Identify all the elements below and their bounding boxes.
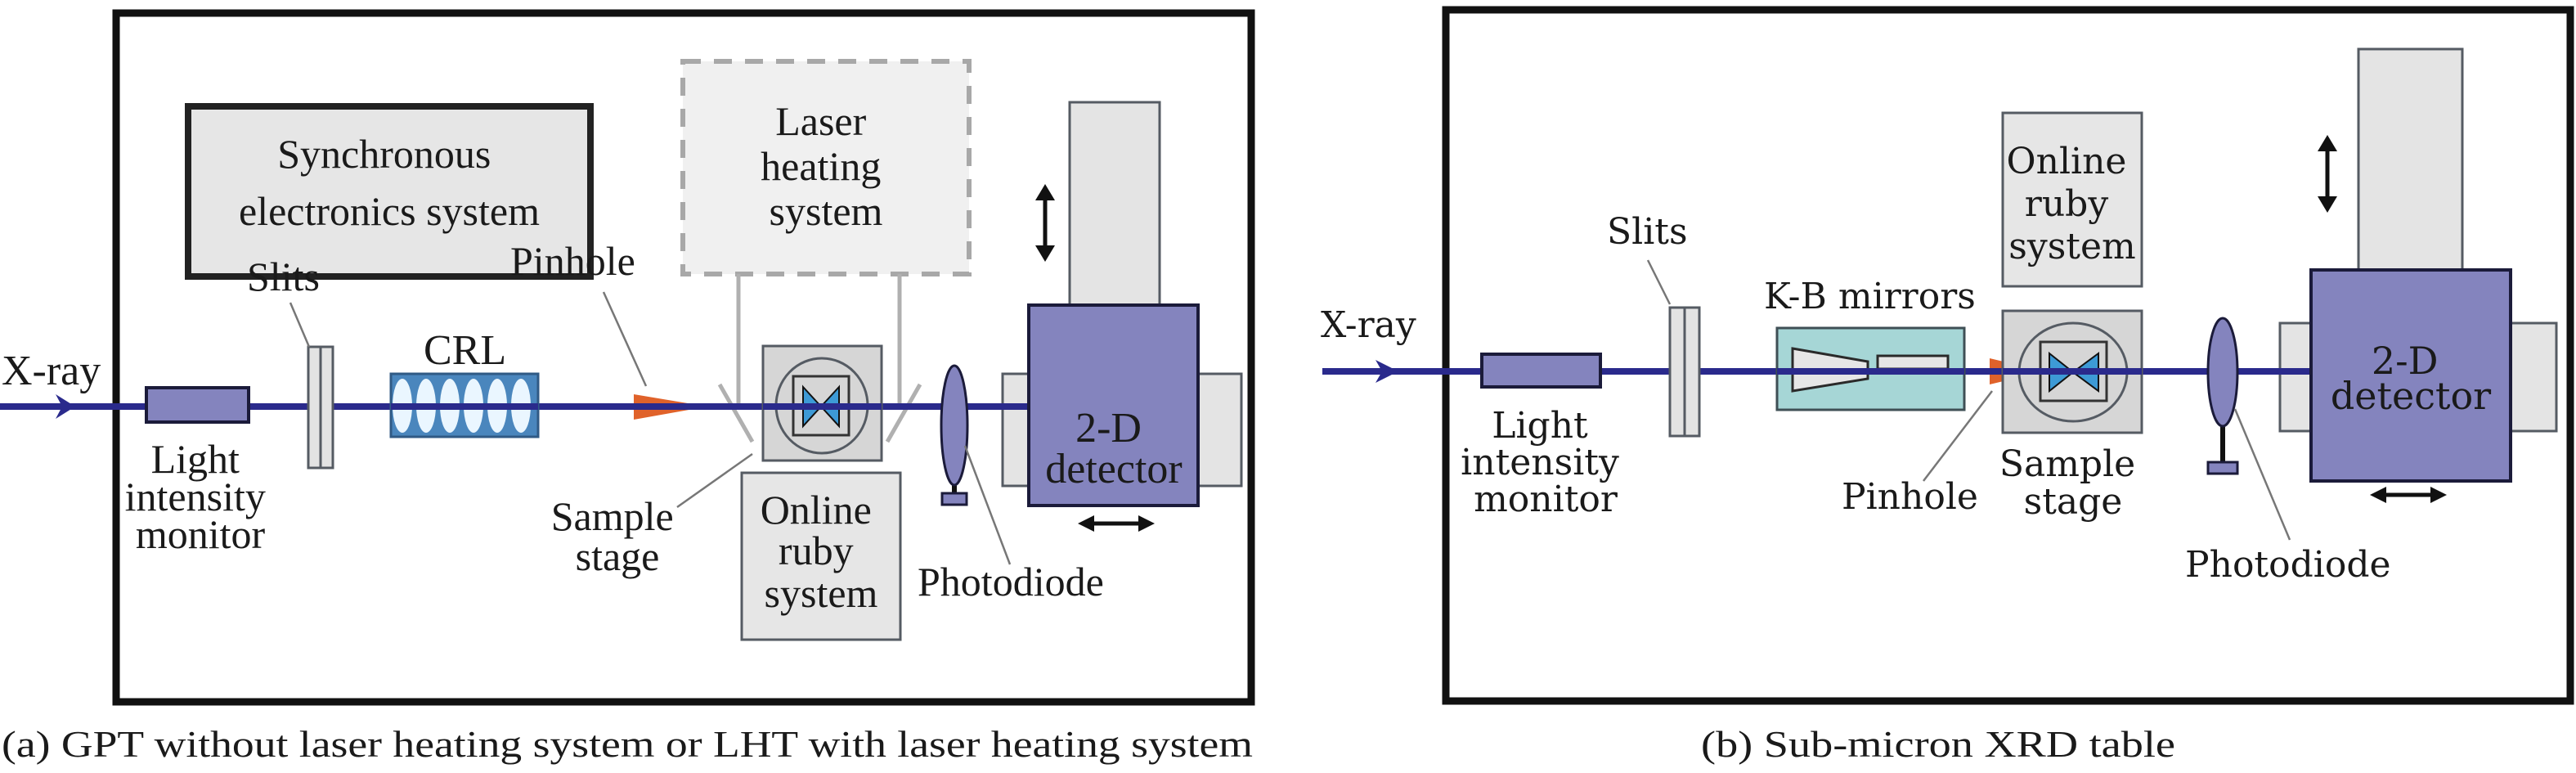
ruby-a-line1: Online	[761, 487, 872, 533]
sample-stage-a	[761, 344, 883, 462]
ruby-b-line1: Online	[2007, 141, 2127, 182]
ruby-b-line3: system	[2008, 226, 2135, 267]
xray-arrowhead-a-icon	[56, 394, 75, 419]
synchronous-label-line1: Synchronous	[277, 131, 491, 177]
ruby-a-line2: ruby	[779, 528, 854, 573]
photodiode-b-leader	[2233, 408, 2291, 541]
panel-b: X-ray Light intensity monitor Slits K-B …	[1321, 6, 2574, 765]
monitor-a-line1: Light	[151, 436, 240, 482]
panel-a: Synchronous electronics system Laser hea…	[0, 9, 1255, 765]
kb-mirrors-label: K-B mirrors	[1764, 276, 1976, 317]
slits-a	[307, 345, 334, 470]
laser-label-line1: Laser	[775, 98, 866, 144]
horizontal-move-arrow-a-icon	[1078, 515, 1155, 532]
sample-a-leader	[676, 452, 753, 509]
svg-text:Synchronous electronic: Synchronous electronics system	[239, 131, 540, 234]
detector-b: 2-D detector	[2309, 268, 2512, 483]
pinhole-a-leader	[602, 291, 648, 387]
slits-a-leader	[289, 302, 311, 348]
ruby-b-line2: ruby	[2025, 183, 2109, 225]
svg-text:2-D detector: 2-D detector	[1045, 405, 1182, 492]
laser-label-line3: system	[770, 188, 883, 234]
detector-a-line1: 2-D	[1075, 405, 1142, 452]
detector-a-wing-right	[1194, 372, 1243, 488]
laser-mirror-left	[717, 383, 755, 443]
pinhole-b-leader	[1923, 390, 1993, 482]
vertical-move-arrow-a-icon	[1035, 184, 1055, 262]
ruby-a-line3: system	[765, 570, 878, 616]
svg-text:2-D detector: 2-D detector	[2331, 339, 2491, 418]
slits-b-leader	[1646, 259, 1672, 305]
vertical-move-arrow-b-icon	[2318, 135, 2337, 213]
monitor-a-line3: monitor	[136, 511, 266, 557]
sample-a-line1: Sample	[551, 493, 674, 539]
detector-a-line2: detector	[1045, 446, 1182, 492]
sample-b-line1: Sample	[1999, 443, 2135, 485]
kb-mirror-horizontal	[1876, 354, 1950, 371]
svg-text:Online ruby sy: Online ruby system	[761, 487, 882, 616]
monitor-b-line2: intensity	[1461, 442, 1619, 483]
detector-a: 2-D detector	[1027, 303, 1200, 507]
laser-heating-box: Laser heating system	[680, 59, 972, 443]
pinhole-label-b: Pinhole	[1842, 476, 1978, 518]
online-ruby-box-a: Online ruby system	[740, 471, 902, 641]
synchronous-electronics-box: Synchronous electronics system	[185, 103, 594, 280]
monitor-a-line2: intensity	[125, 474, 266, 519]
light-monitor-b	[1480, 353, 1602, 389]
detector-b-line1: 2-D	[2372, 339, 2439, 383]
slits-label-a: Slits	[247, 254, 320, 299]
svg-text:Light intensity mo: Light intensity monitor	[125, 436, 276, 557]
photodiode-label-a: Photodiode	[918, 559, 1104, 604]
pinhole-label-a: Pinhole	[510, 238, 635, 284]
slits-label-b: Slits	[1607, 211, 1688, 253]
svg-text:Laser heating: Laser heating system	[761, 98, 891, 234]
detector-b-wing-left	[2278, 321, 2314, 433]
detector-b-line2: detector	[2331, 374, 2491, 418]
monitor-b-line3: monitor	[1474, 479, 1618, 520]
detector-a-tower	[1068, 101, 1161, 308]
sample-b-line2: stage	[2024, 481, 2123, 523]
caption-a: (a) GPT without laser heating system or …	[2, 723, 1253, 765]
laser-mirror-right	[885, 383, 922, 443]
xray-label-a: X-ray	[2, 348, 101, 394]
monitor-b-line1: Light	[1492, 405, 1588, 447]
slits-b	[1668, 306, 1701, 438]
photodiode-a-leader	[963, 445, 1012, 565]
crl-label: CRL	[424, 327, 506, 374]
detector-b-wing-right	[2507, 321, 2558, 433]
light-monitor-a	[145, 386, 250, 424]
crl-lens-stack	[389, 372, 540, 438]
sample-stage-b	[2001, 309, 2143, 434]
xray-label-b: X-ray	[1321, 304, 1416, 346]
xray-arrowhead-b-icon	[1376, 360, 1398, 383]
svg-text:Light intensity mo: Light intensity monitor	[1461, 405, 1631, 520]
synchronous-label-line2: electronics system	[239, 188, 540, 234]
svg-text:Sample stage: Sample stage	[551, 493, 684, 579]
kb-mirrors	[1775, 326, 1966, 411]
online-ruby-box-b: Online ruby system	[2001, 111, 2143, 288]
sample-a-line2: stage	[576, 533, 660, 579]
photodiode-label-b: Photodiode	[2185, 544, 2391, 586]
laser-label-line2: heating	[761, 143, 881, 189]
svg-text:Sample stage: Sample stage	[1999, 443, 2147, 523]
horizontal-move-arrow-b-icon	[2370, 487, 2447, 503]
detector-b-tower	[2357, 47, 2464, 273]
svg-text:Online ruby sy: Online ruby system	[2007, 141, 2138, 267]
photodiode-b	[2206, 317, 2239, 475]
photodiode-a	[940, 364, 969, 506]
caption-b: (b) Sub-micron XRD table	[1701, 723, 2175, 765]
